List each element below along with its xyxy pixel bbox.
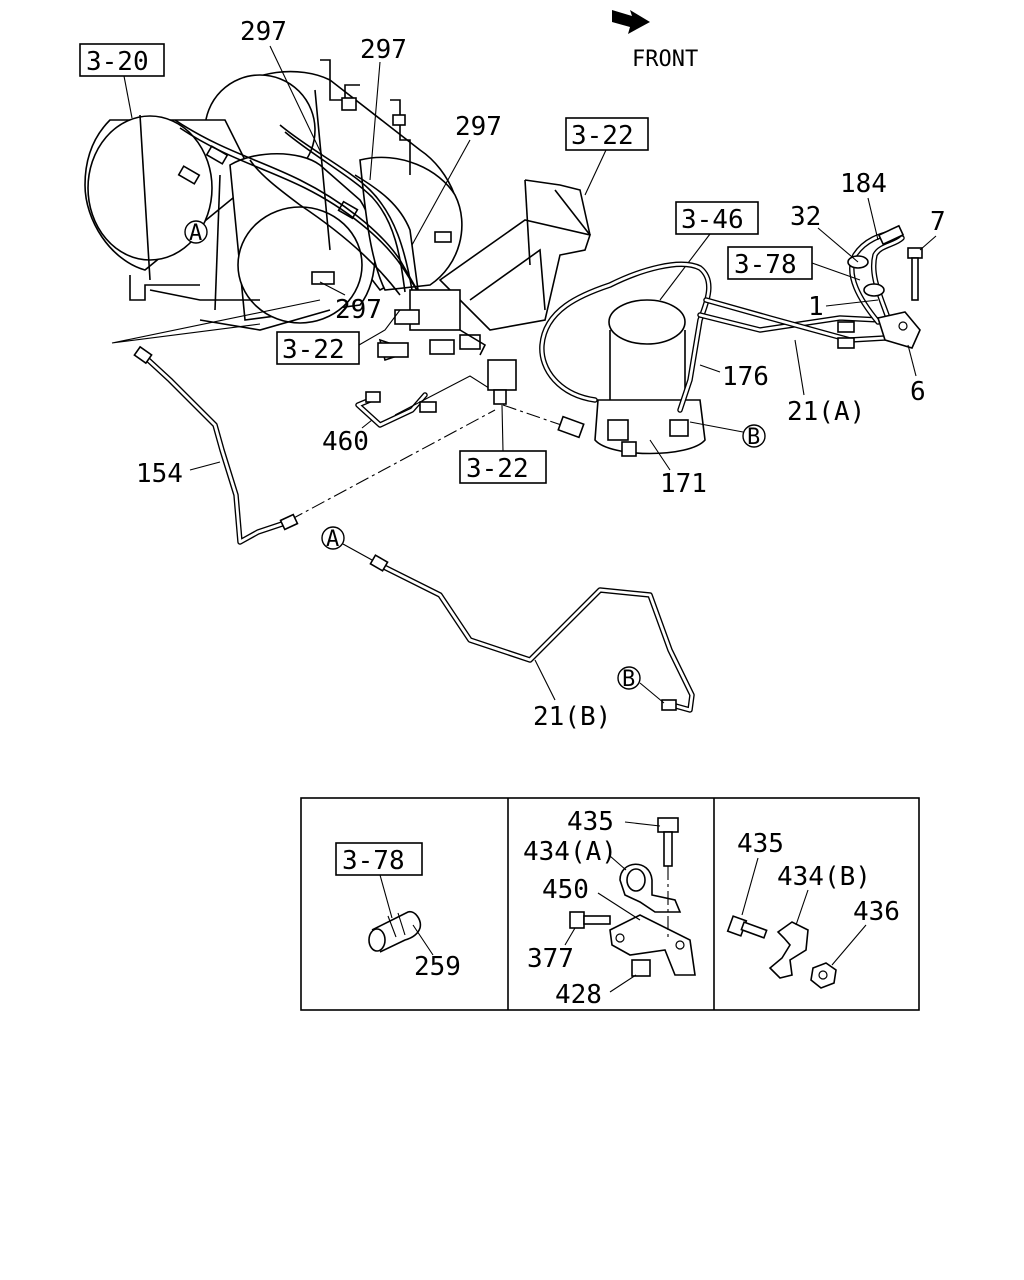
part-label-435-a: 435: [567, 807, 614, 837]
part-label-434a: 434(A): [523, 837, 617, 867]
part-label-154: 154: [136, 459, 183, 489]
marker-b2-icon: B: [617, 666, 665, 704]
marker-a2-icon: A: [321, 526, 373, 561]
pipe-21b: [369, 554, 695, 713]
hose-assembly: [847, 224, 923, 349]
part-label-6: 6: [910, 377, 926, 407]
ref-label-3-22-mid: 3-22: [282, 335, 345, 365]
part-label-184: 184: [840, 169, 887, 199]
ref-box-3-78-inset: [335, 842, 423, 876]
valve-bracket-assembly: [377, 179, 592, 362]
ref-label-3-22-top: 3-22: [571, 121, 634, 151]
ref-label-3-22-bottom: 3-22: [466, 454, 529, 484]
pipe-bundle-297: [174, 119, 424, 301]
part-label-434b: 434(B): [777, 862, 871, 892]
part-label-171: 171: [660, 469, 707, 499]
front-arrow-icon: [612, 10, 650, 34]
ref-box-3-22-mid: [276, 331, 360, 365]
part-label-21a: 21(A): [787, 397, 865, 427]
marker-a2-label: A: [326, 527, 339, 552]
part-label-297-c: 297: [455, 112, 502, 142]
ref-box-3-20: [79, 43, 165, 77]
marker-b-icon: B: [689, 421, 766, 450]
part-label-297-b: 297: [360, 35, 407, 65]
part-label-32: 32: [790, 202, 821, 232]
tube-460: [355, 359, 517, 428]
pipe-154: [133, 345, 299, 545]
air-tanks: [84, 59, 463, 331]
part-label-7: 7: [930, 207, 946, 237]
part-label-297-a: 297: [240, 17, 287, 47]
part-label-435-b: 435: [737, 829, 784, 859]
part-label-450: 450: [542, 875, 589, 905]
part-label-1: 1: [808, 292, 824, 322]
ref-box-3-22-bottom: [459, 450, 547, 484]
part-label-176: 176: [722, 362, 769, 392]
marker-b-label: B: [747, 425, 760, 450]
part-label-428: 428: [555, 980, 602, 1010]
pipe-176: [539, 261, 712, 413]
hose-sleeve-259: [368, 910, 422, 953]
ref-box-3-22-top: [565, 117, 649, 151]
ref-label-3-46: 3-46: [681, 205, 744, 235]
ref-label-3-78-inset: 3-78: [342, 846, 405, 876]
front-label: FRONT: [632, 47, 698, 72]
pipe-21a: [697, 297, 888, 349]
ref-label-3-20: 3-20: [86, 47, 149, 77]
ref-box-3-46: [675, 201, 759, 235]
marker-a-label: A: [189, 221, 202, 246]
part-label-377: 377: [527, 944, 574, 974]
marker-b2-label: B: [622, 667, 635, 692]
part-label-436: 436: [853, 897, 900, 927]
clamp-bracket-parts: [569, 817, 696, 977]
marker-a-icon: A: [184, 220, 208, 246]
ref-label-3-78: 3-78: [734, 250, 797, 280]
clamp-b-parts: [726, 915, 837, 989]
part-label-460: 460: [322, 427, 369, 457]
part-label-259: 259: [414, 952, 461, 982]
part-label-21b: 21(B): [533, 702, 611, 732]
air-dryer: [557, 299, 706, 457]
part-label-297-d: 297: [335, 295, 382, 325]
